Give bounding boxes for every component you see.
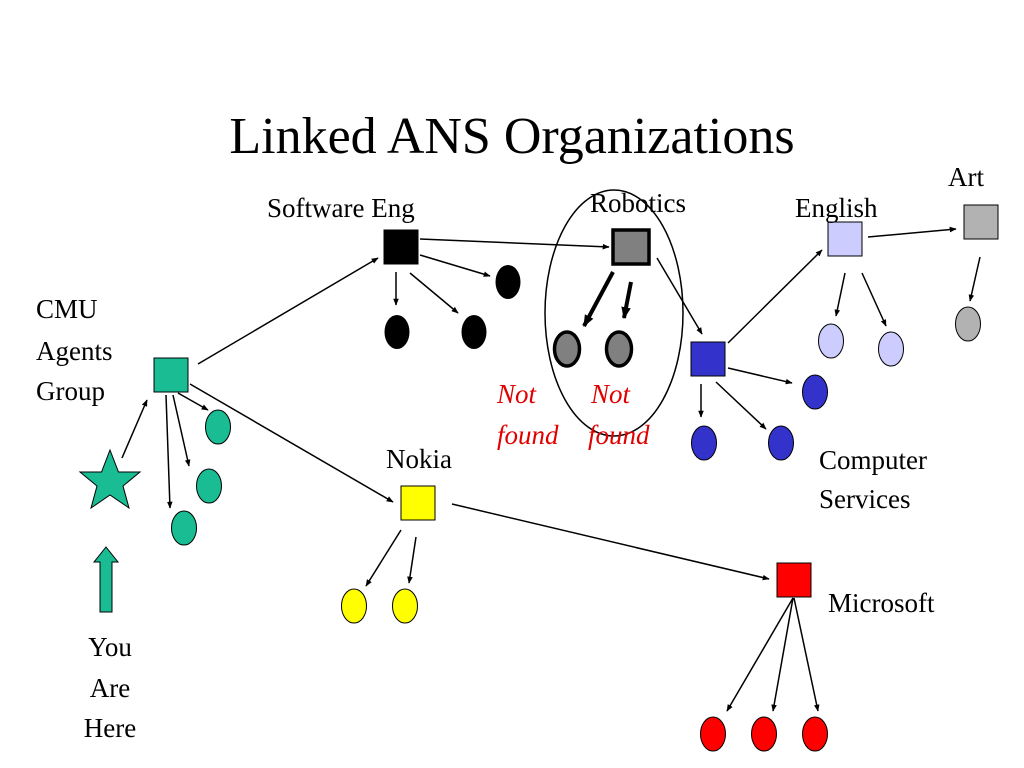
label-computer-line-2: Services	[819, 484, 910, 514]
edge-microsoft-leaf-3	[793, 597, 820, 712]
label-not-found-left-2: found	[497, 420, 559, 450]
label-computer-line-1: Computer	[819, 445, 927, 475]
edge-cmu-leaf-2	[172, 394, 191, 467]
node-software-eng	[383, 229, 419, 265]
node-microsoft-leaf	[700, 716, 726, 752]
node-computer-leaf	[691, 425, 717, 461]
node-computer-services	[690, 341, 726, 377]
edge-art-leaf	[968, 256, 981, 302]
node-robotics-notfound	[604, 330, 634, 368]
node-nokia-leaf	[392, 588, 418, 624]
node-microsoft-leaf	[751, 716, 777, 752]
edge-computer-leaf-3	[715, 381, 767, 430]
up-arrow-icon	[92, 546, 120, 613]
node-english-leaf	[878, 331, 904, 367]
label-robotics: Robotics	[590, 188, 686, 218]
label-not-found-right-2: found	[588, 420, 650, 450]
edge-microsoft-leaf-1	[726, 597, 794, 712]
label-not-found-right-1: Not	[590, 379, 632, 409]
label-nokia: Nokia	[386, 444, 452, 474]
edge-cmu-leaf-3	[165, 394, 173, 509]
node-english	[827, 221, 863, 257]
node-nokia	[400, 485, 436, 521]
node-microsoft-leaf	[802, 716, 828, 752]
edges	[121, 226, 981, 712]
label-software-eng: Software Eng	[267, 193, 415, 223]
edge-software-leaf-3	[409, 272, 459, 314]
node-english-leaf	[818, 323, 844, 359]
edge-english-leaf-2	[861, 272, 887, 327]
label-cmu-line-2: Agents	[36, 336, 113, 366]
edge-computer-leaf-1	[727, 367, 793, 385]
robotics-group-outline	[544, 189, 684, 437]
node-cmu-leaf	[196, 468, 222, 504]
edge-nokia-leaf-2	[407, 536, 417, 584]
edge-star-cmu	[121, 399, 148, 459]
node-cmu-leaf	[205, 409, 231, 445]
edge-nokia-leaf-1	[365, 529, 402, 587]
label-you-line-1: You	[88, 632, 132, 662]
node-software-leaf	[384, 315, 410, 349]
edge-robotics-computer	[656, 257, 703, 335]
node-cmu-agents	[153, 357, 189, 393]
node-software-leaf	[461, 315, 487, 349]
edge-english-art	[867, 226, 957, 238]
label-not-found-left-1: Not	[496, 379, 538, 409]
edge-cmu-nokia	[189, 383, 394, 503]
edge-robotics-notfound-1	[582, 271, 615, 328]
node-nokia-leaf	[341, 588, 367, 624]
edge-nokia-microsoft	[451, 503, 770, 581]
edge-software-robotics	[419, 238, 610, 250]
edge-cmu-leaf-1	[177, 392, 209, 411]
node-art-leaf	[955, 306, 981, 342]
label-cmu-line-3: Group	[36, 376, 105, 406]
node-computer-leaf	[768, 425, 794, 461]
edge-software-leaf-1	[419, 254, 491, 277]
node-robotics	[611, 228, 651, 266]
node-software-leaf	[495, 265, 521, 299]
node-computer-leaf	[802, 374, 828, 410]
edge-microsoft-leaf-2	[771, 597, 794, 712]
node-robotics-notfound	[552, 330, 582, 368]
slide-title: Linked ANS Organizations	[229, 108, 794, 165]
label-art: Art	[948, 162, 984, 192]
label-you-line-2: Are	[90, 673, 130, 703]
edge-english-leaf-1	[834, 272, 846, 317]
node-art	[963, 204, 999, 240]
edge-computer-english	[727, 249, 823, 344]
label-english: English	[795, 193, 878, 223]
label-microsoft: Microsoft	[828, 588, 935, 618]
label-cmu-line-1: CMU	[36, 294, 98, 324]
node-cmu-leaf	[171, 510, 197, 546]
star-icon	[78, 448, 142, 510]
edge-robotics-notfound-2	[621, 281, 633, 320]
label-you-line-3: Here	[84, 713, 136, 743]
edge-cmu-software	[197, 257, 379, 365]
node-microsoft	[776, 562, 812, 598]
